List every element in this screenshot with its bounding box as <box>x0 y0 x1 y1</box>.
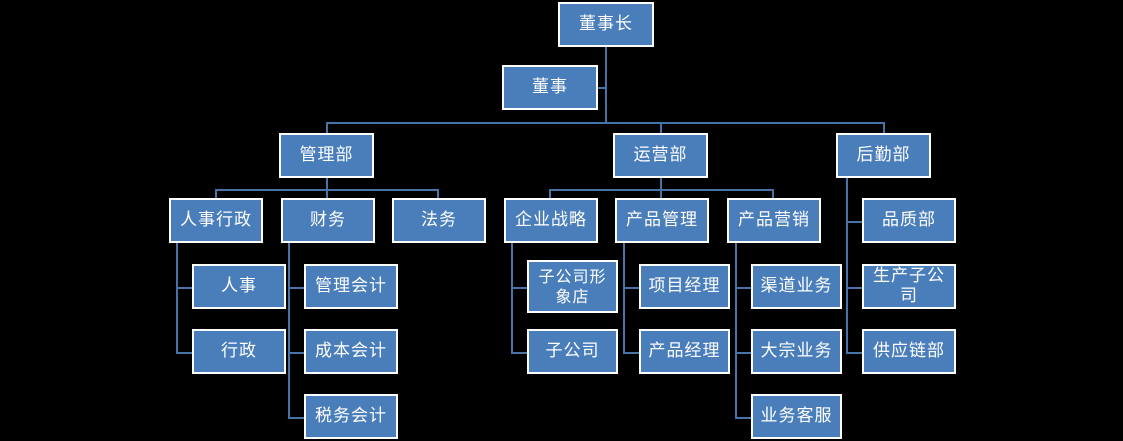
connector-to-logistics <box>883 122 885 134</box>
node-bulk-business[interactable]: 大宗业务 <box>751 329 842 374</box>
connector-corp-strategy-to-flagship <box>511 287 528 289</box>
node-production-subsidiary[interactable]: 生产子公司 <box>862 264 956 309</box>
connector-director-down <box>605 87 607 123</box>
connector-to-corp-strategy <box>549 189 551 199</box>
connector-to-product-marketing <box>772 189 774 199</box>
connector-to-product-mgmt <box>660 189 662 199</box>
connector-management-down <box>326 178 328 190</box>
node-director[interactable]: 董事 <box>502 65 598 110</box>
node-product-management[interactable]: 产品管理 <box>615 198 709 243</box>
connector-product-marketing-to-service <box>735 417 752 419</box>
node-subsidiary-flagship-store[interactable]: 子公司形象店 <box>527 260 618 313</box>
connector-product-marketing-to-bulk <box>735 352 752 354</box>
connector-hr-admin-spine <box>176 243 178 354</box>
node-corp-strategy[interactable]: 企业战略 <box>504 198 598 243</box>
connector-product-mgmt-to-product-mgr <box>623 352 640 354</box>
connector-to-finance <box>326 189 328 199</box>
node-hr-admin[interactable]: 人事行政 <box>169 198 263 243</box>
node-dept-operations[interactable]: 运营部 <box>613 133 708 178</box>
connector-corp-strategy-to-subsidiary <box>511 352 528 354</box>
connector-corp-strategy-spine <box>511 243 513 354</box>
node-supply-chain-dept[interactable]: 供应链部 <box>862 329 956 374</box>
node-tax-accounting[interactable]: 税务会计 <box>304 394 398 439</box>
connector-logistics-to-quality <box>846 221 863 223</box>
node-product-manager[interactable]: 产品经理 <box>639 329 730 374</box>
connector-product-mgmt-spine <box>623 243 625 354</box>
node-cost-accounting[interactable]: 成本会计 <box>304 329 398 374</box>
connector-finance-to-tax-acct <box>288 417 305 419</box>
connector-product-marketing-to-channel <box>735 287 752 289</box>
connector-to-hr-admin <box>215 189 217 199</box>
node-quality-dept[interactable]: 品质部 <box>862 198 956 243</box>
node-dept-management[interactable]: 管理部 <box>279 133 374 178</box>
node-management-accounting[interactable]: 管理会计 <box>304 264 398 309</box>
connector-product-mgmt-to-project-mgr <box>623 287 640 289</box>
node-subsidiary[interactable]: 子公司 <box>527 329 618 374</box>
connector-logistics-spine <box>846 178 848 354</box>
node-project-manager[interactable]: 项目经理 <box>639 264 730 309</box>
node-product-marketing[interactable]: 产品营销 <box>727 198 821 243</box>
node-chairman[interactable]: 董事长 <box>558 2 654 47</box>
node-hr[interactable]: 人事 <box>192 264 286 309</box>
connector-chairman-to-director <box>597 87 607 89</box>
connector-operations-down <box>660 178 662 190</box>
connector-hr-admin-to-hr <box>176 287 193 289</box>
node-admin[interactable]: 行政 <box>192 329 286 374</box>
connector-level3-bus <box>326 122 884 124</box>
connector-logistics-to-supply-chain <box>846 352 863 354</box>
connector-logistics-to-production <box>846 287 863 289</box>
connector-finance-to-mgmt-acct <box>288 287 305 289</box>
connector-hr-admin-to-admin <box>176 352 193 354</box>
connector-finance-to-cost-acct <box>288 352 305 354</box>
connector-to-legal <box>437 189 439 199</box>
connector-to-operations <box>660 122 662 134</box>
node-dept-logistics[interactable]: 后勤部 <box>836 133 931 178</box>
connector-chairman-down <box>605 46 607 88</box>
connector-finance-spine <box>288 243 290 419</box>
node-finance[interactable]: 财务 <box>281 198 375 243</box>
connector-to-management <box>326 122 328 134</box>
node-legal[interactable]: 法务 <box>392 198 486 243</box>
node-business-customer-service[interactable]: 业务客服 <box>751 394 842 439</box>
connector-product-marketing-spine <box>735 243 737 419</box>
node-channel-business[interactable]: 渠道业务 <box>751 264 842 309</box>
